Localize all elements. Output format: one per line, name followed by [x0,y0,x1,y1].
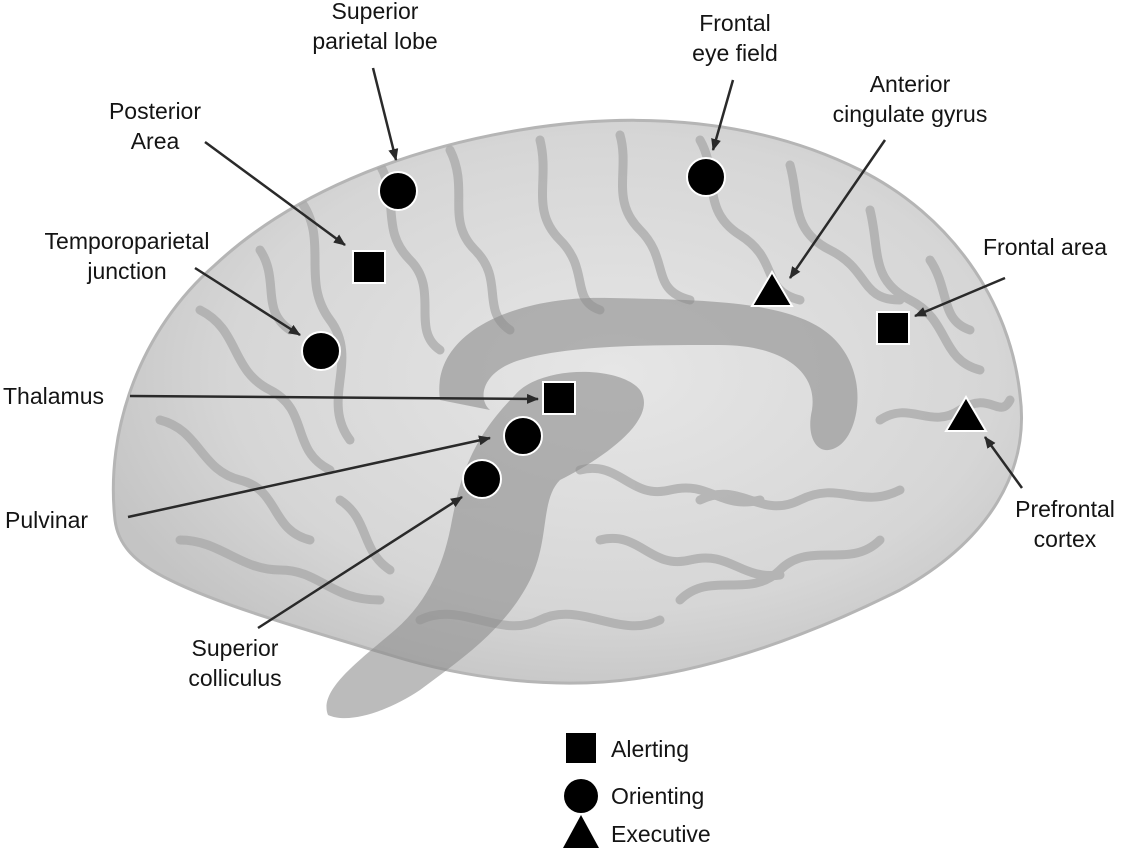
marker-superior-parietal-lobe [378,171,418,211]
label-frontal-area: Frontal area [982,234,1107,260]
label-superior-colliculus: Superior colliculus [188,635,282,691]
brainstem [326,371,644,719]
marker-thalamus [542,381,576,415]
marker-prefrontal-cortex [944,395,988,432]
legend-circle-icon [564,779,598,813]
label-prefrontal-cortex: Prefrontal cortex [1015,496,1115,552]
legend-label-alerting: Alerting [611,736,689,762]
label-thalamus: Thalamus [3,383,104,409]
label-superior-parietal-lobe: Superior parietal lobe [312,0,438,54]
legend-symbols [563,733,599,848]
legend-triangle-icon [563,815,599,848]
label-frontal-eye-field: Frontal eye field [692,10,778,66]
inner-structures [326,297,858,719]
marker-superior-colliculus [462,459,502,499]
arrow-pulvinar [127,435,491,519]
label-pulvinar: Pulvinar [5,507,89,533]
arrow-posterior-area [204,140,346,247]
arrow-superior-parietal-lobe [371,67,399,161]
arrow-frontal-eye-field [711,79,735,151]
arrow-thalamus [129,393,539,404]
arrow-temporoparietal-junction [194,266,301,337]
marker-frontal-eye-field [686,157,726,197]
marker-pulvinar [503,416,543,456]
marker-anterior-cingulate-gyrus [750,270,794,307]
corpus-callosum [439,297,858,451]
arrow-prefrontal-cortex [983,436,1024,489]
markers [301,157,988,499]
legend-label-executive: Executive [611,821,711,847]
marker-temporoparietal-junction [301,331,341,371]
arrow-anterior-cingulate-gyrus [788,139,887,279]
marker-posterior-area [352,250,386,284]
legend-square-icon [566,733,596,763]
arrows [127,67,1024,630]
arrow-frontal-area [914,276,1006,318]
legend-label-orienting: Orienting [611,783,705,809]
label-posterior-area: Posterior Area [108,98,202,154]
label-temporoparietal-junction: Temporoparietal junction [44,228,210,284]
marker-frontal-area [876,311,910,345]
label-anterior-cingulate-gyrus: Anterior cingulate gyrus [832,71,988,127]
arrow-superior-colliculus [257,495,463,630]
